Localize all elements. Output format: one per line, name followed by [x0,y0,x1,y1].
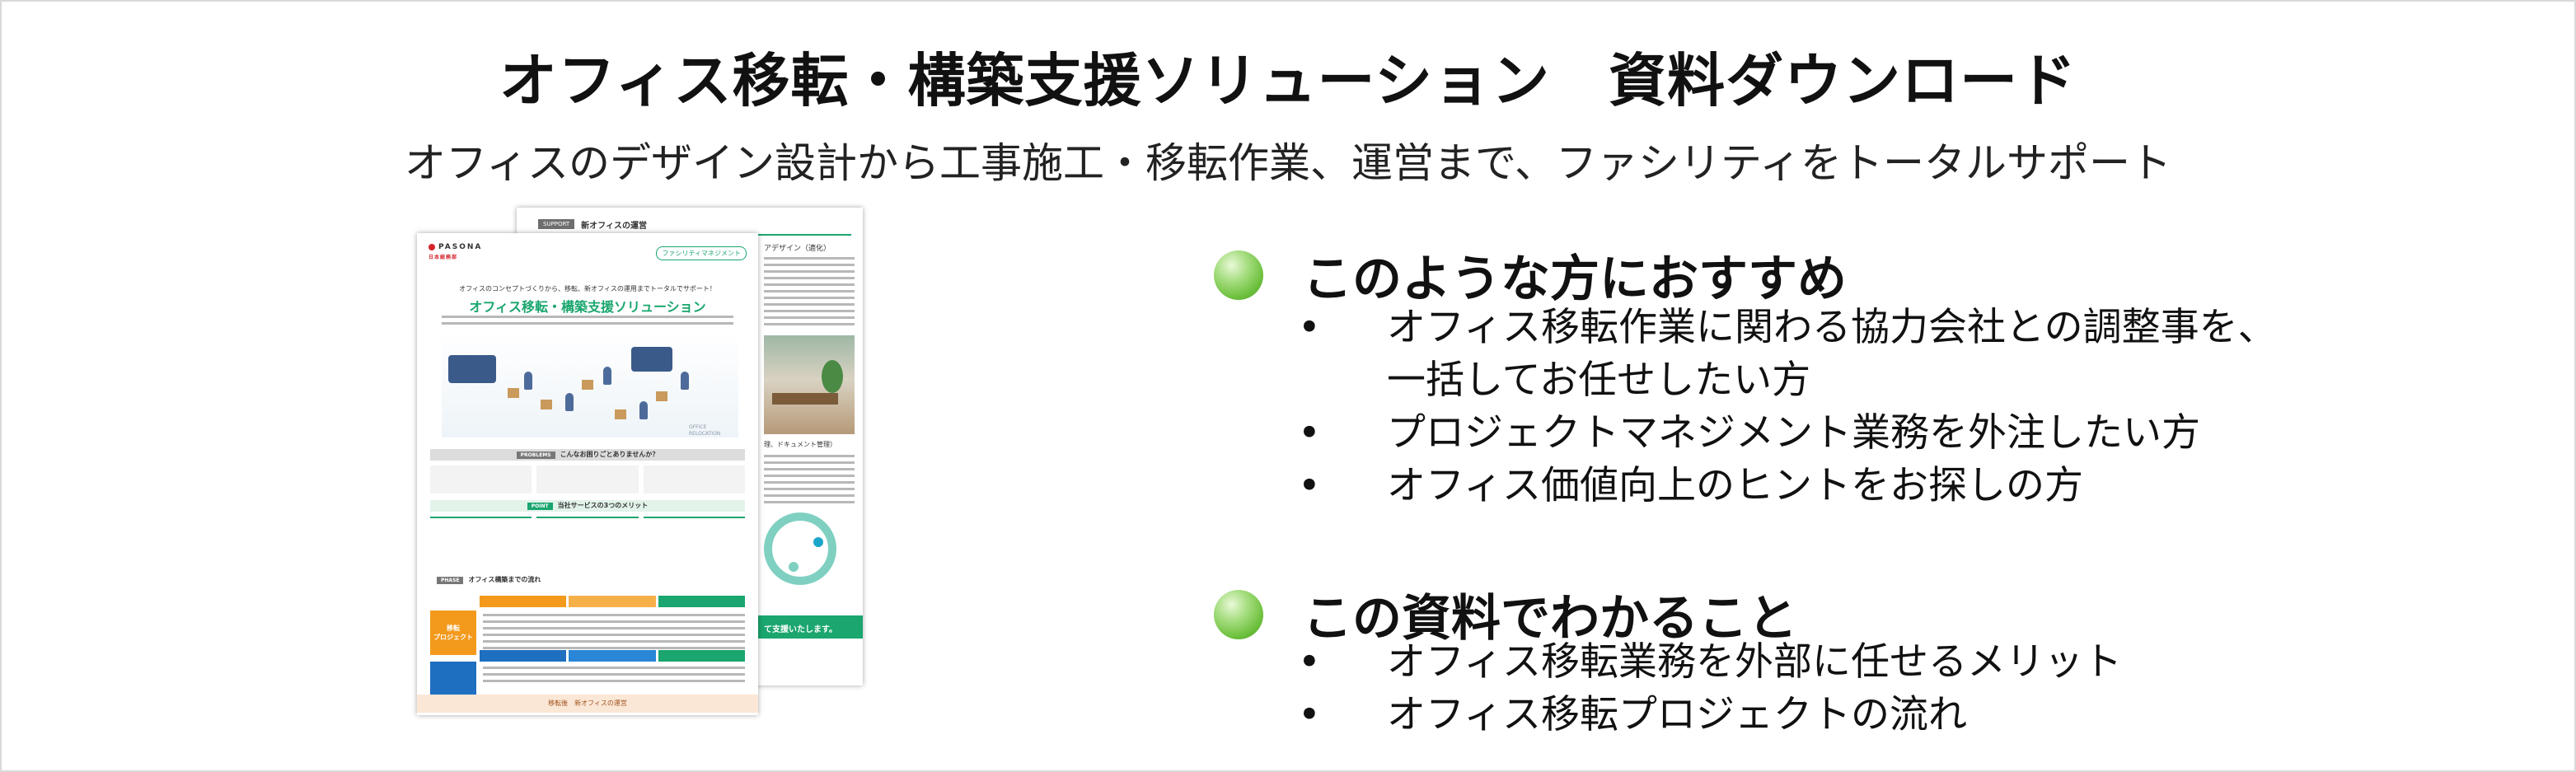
flow-blue-box [430,662,476,695]
cycle-diagram [764,512,836,585]
list-item-continuation: 一括してお任せしたい方 [1387,358,1811,403]
green-ball-icon [1214,589,1263,639]
logo-text: PASONA [438,243,483,251]
brochure-front-page: PASONA 日本総務部 ファシリティマネジメント オフィスのコンセプトづくりか… [417,233,758,715]
office-relocation-label: OFFICE RELOCATION [689,424,721,437]
list-item: オフィス移転作業に関わる協力会社との調整事を、 [1298,302,2277,354]
back-footer-text: て支援いたします。 [764,625,837,634]
flow-project-box: 移転 プロジェクト [430,611,476,655]
flow-chart [430,596,745,611]
points-pill: POINT [527,503,553,510]
flow-title: オフィス構築までの流れ [468,576,541,583]
recommend-heading: このような方におすすめ [1214,239,1847,311]
cycle-dot [789,562,799,572]
front-badge: ファシリティマネジメント [656,246,747,260]
front-intro-text [442,316,733,329]
person-shape [603,367,611,385]
pasona-logo: PASONA 日本総務部 [429,243,482,260]
problems-title: こんなお困りごとありませんか？ [560,451,659,458]
flow-pill: PHASE [437,577,464,584]
relocation-illustration [442,330,738,437]
desk-shape [772,393,838,405]
back-page-title: 新オフィスの運営 [581,221,647,231]
list-item: オフィス価値向上のヒントをお探しの方 [1298,460,2277,512]
flow-chart-2 [430,650,745,665]
back-column-title: アデザイン（適化） [764,245,831,253]
truck-shape [631,347,672,372]
back-text-block [764,257,855,330]
person-shape [565,393,574,411]
plant-shape [822,360,843,393]
list-item: オフィス移転業務を外部に任せるメリット [1298,636,2122,689]
front-tagline: オフィスのコンセプトづくりから、移転、新オフィスの運用までトータルでサポート！ [459,285,716,292]
flow-bar: PHASE オフィス構築までの流れ [430,574,745,586]
back-page-header: SUPPORT 新オフィスの運営 [538,218,818,231]
cycle-dot [813,537,823,547]
list-item: プロジェクトマネジメント業務を外注したい方 [1298,407,2277,460]
front-title: オフィス移転・構築支援ソリューション [469,299,706,315]
logo-mark-icon [429,243,435,250]
problems-bar: PROBLEMS こんなお困りごとありませんか？ [430,449,745,461]
truck-shape [448,355,496,383]
points-title: 当社サービスの3つのメリット [557,502,649,509]
back-text-block-2 [764,455,855,508]
person-shape [524,372,532,390]
logo-subtext: 日本総務部 [429,255,458,260]
flow-text-1 [483,614,745,653]
back-column-title-2: 理、ドキュメント管理） [764,441,836,448]
points-columns [430,517,745,564]
page-subtitle: オフィスのデザイン設計から工事施工・移転作業、運営まで、ファシリティをトータルサ… [405,139,2171,187]
flow-text-2 [483,667,745,686]
front-footer: 移転後 新オフィスの運営 [417,695,758,713]
box-shape [615,409,626,419]
problems-columns [430,466,745,494]
person-shape [639,401,648,419]
list-item: オフィス移転プロジェクトの流れ [1298,689,2122,742]
person-shape [681,372,689,390]
green-ball-icon [1214,250,1263,300]
box-shape [582,380,593,390]
points-bar: POINT 当社サービスの3つのメリット [430,500,745,512]
problems-pill: PROBLEMS [516,452,555,459]
office-photo [764,335,855,434]
box-shape [541,400,552,409]
back-page-tag: SUPPORT [538,219,575,229]
recommend-list: オフィス移転作業に関わる協力会社との調整事を、 一括してお任せしたい方 プロジェ… [1298,302,2277,512]
recommend-heading-text: このような方におすすめ [1303,250,1847,308]
learn-list: オフィス移転業務を外部に任せるメリット オフィス移転プロジェクトの流れ [1298,636,2122,742]
page-title: オフィス移転・構築支援ソリューション 資料ダウンロード [499,47,2077,115]
box-shape [508,388,519,398]
box-shape [656,391,667,401]
